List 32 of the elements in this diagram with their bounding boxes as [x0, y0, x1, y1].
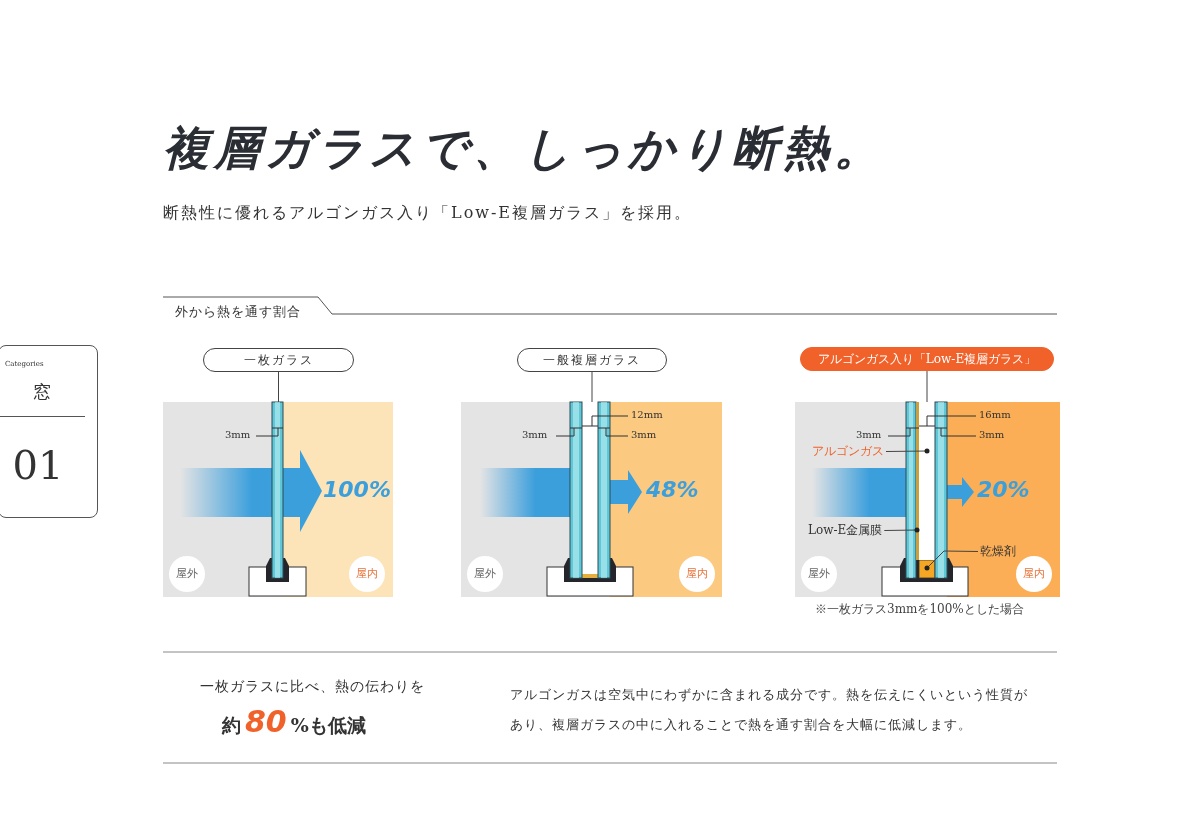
- dimension-text: 3mm: [979, 429, 1005, 440]
- description-paragraph: アルゴンガスは空気中にわずかに含まれる成分です。熱を伝えにくいという性質があり、複層ガラスの中に入れることで熱を通す割合を大幅に低減します。: [510, 686, 1029, 734]
- dimension-text: 3mm: [522, 429, 548, 440]
- leader-line: [885, 448, 930, 454]
- dimension-text: 3mm: [631, 429, 657, 440]
- summary-lead: 一枚ガラスに比べ、熱の伝わりを: [200, 678, 425, 696]
- glass-pane-drawing: [881, 402, 969, 597]
- footnote: ※一枚ガラス3mmを100%とした場合: [815, 601, 1024, 618]
- connector-line: [926, 370, 928, 403]
- connector-line: [591, 371, 593, 403]
- glass-type-label: 一枚ガラス: [203, 348, 354, 372]
- leader-line: [883, 527, 920, 533]
- section-heading: 外から熱を通す割合: [175, 303, 301, 321]
- callout-text: Low-E金属膜: [808, 522, 883, 539]
- glass-pane-drawing: [248, 402, 307, 597]
- percentage-value: 48%: [646, 477, 699, 502]
- dimension-text: 16mm: [979, 409, 1011, 420]
- percentage-value: 100%: [323, 477, 391, 502]
- glass-type-label: アルゴンガス入り「Low-E複層ガラス」: [800, 347, 1054, 371]
- connector-line: [278, 371, 279, 403]
- callout-text: アルゴンガス: [812, 443, 884, 460]
- category-name: 窓: [32, 380, 52, 404]
- category-number: 01: [11, 442, 65, 488]
- leader-line: [924, 550, 979, 571]
- callout-text: 乾燥剤: [980, 543, 1016, 560]
- dimension-text: 12mm: [631, 409, 663, 420]
- percentage-value: 20%: [977, 477, 1030, 502]
- dimension-text: 3mm: [225, 429, 251, 440]
- category-card: [0, 345, 98, 518]
- subtitle: 断熱性に優れるアルゴンガス入り「Low-E複層ガラス」を採用。: [163, 203, 693, 224]
- page-title: 複層ガラスで、しっかり断熱。: [163, 120, 885, 177]
- glass-type-label: 一般複層ガラス: [517, 348, 667, 372]
